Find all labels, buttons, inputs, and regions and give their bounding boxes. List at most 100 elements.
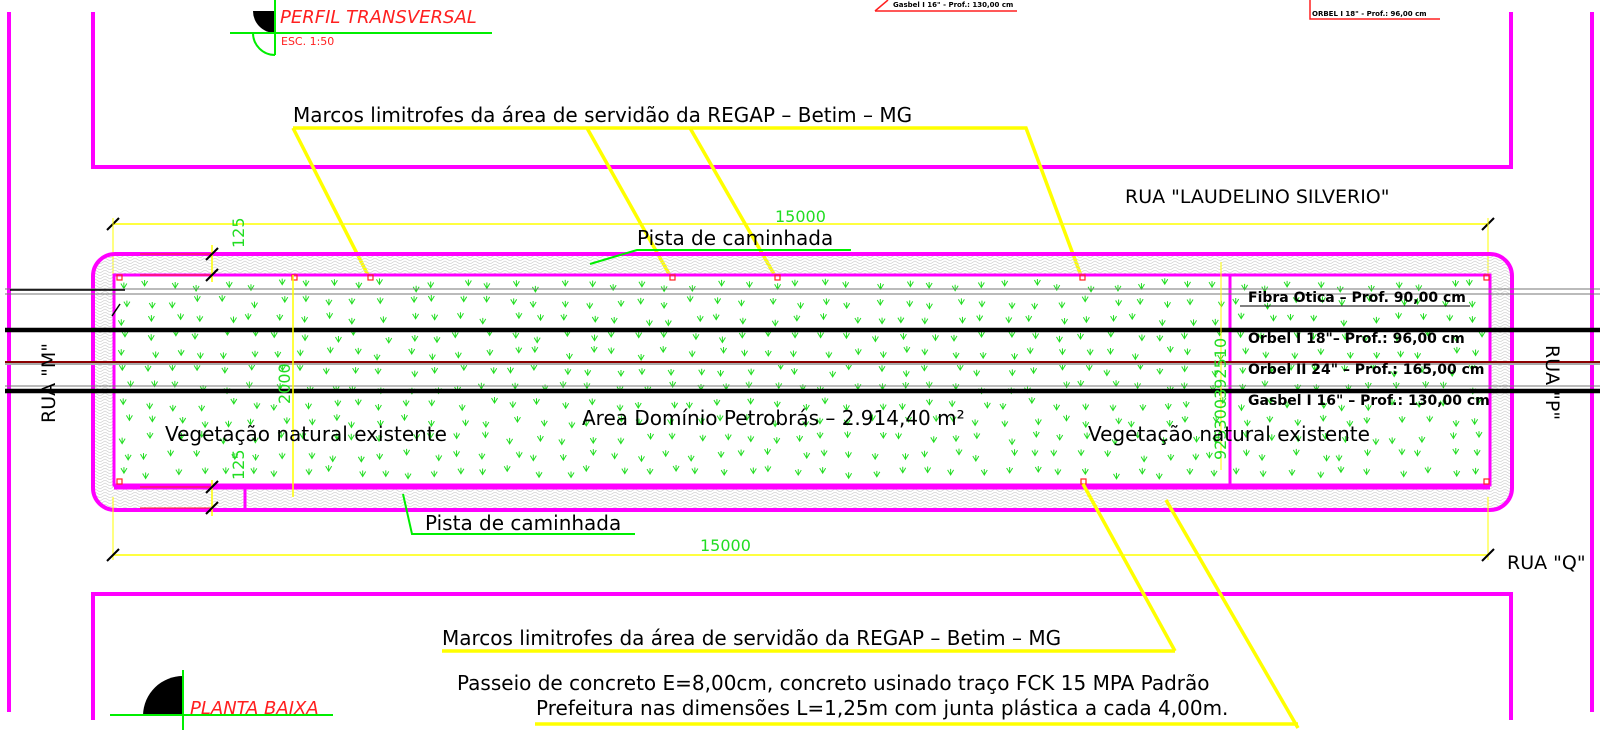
grass-symbol bbox=[274, 351, 282, 359]
grass-symbol bbox=[218, 295, 226, 303]
grass-symbol bbox=[430, 470, 438, 478]
grass-symbol bbox=[1239, 367, 1247, 375]
grass-symbol bbox=[791, 279, 799, 287]
grass-symbol bbox=[1031, 302, 1039, 310]
grass-symbol bbox=[1212, 436, 1220, 444]
grass-symbol bbox=[427, 420, 435, 428]
grass-symbol bbox=[431, 313, 439, 321]
grass-symbol bbox=[1008, 369, 1016, 377]
grass-symbol bbox=[460, 364, 468, 372]
grass-symbol bbox=[1156, 367, 1164, 375]
grass-symbol bbox=[305, 468, 313, 476]
grass-symbol bbox=[376, 297, 384, 305]
marcos-bottom-label: Marcos limitrofes da área de servidão da… bbox=[442, 626, 1061, 650]
grass-symbol bbox=[252, 453, 260, 461]
grass-symbol bbox=[454, 351, 462, 359]
grass-symbol bbox=[1266, 415, 1274, 423]
grass-symbol bbox=[376, 453, 384, 461]
grass-symbol bbox=[1311, 364, 1319, 372]
grass-symbol bbox=[1452, 420, 1460, 428]
grass-symbol bbox=[647, 432, 654, 440]
grass-symbol bbox=[854, 316, 862, 324]
grass-symbol bbox=[428, 399, 436, 407]
grass-symbol bbox=[1181, 332, 1188, 340]
grass-symbol bbox=[374, 403, 382, 411]
grass-symbol bbox=[819, 467, 827, 475]
grass-symbol bbox=[952, 435, 960, 443]
grass-symbol bbox=[222, 467, 230, 475]
grass-symbol bbox=[1319, 296, 1326, 304]
grass-symbol bbox=[738, 331, 746, 339]
grass-symbol bbox=[146, 432, 154, 440]
grass-symbol bbox=[1322, 432, 1329, 440]
grass-symbol bbox=[749, 467, 757, 475]
grass-symbol bbox=[198, 431, 206, 439]
grass-symbol bbox=[820, 313, 827, 321]
title-top-marker-icon bbox=[253, 11, 275, 33]
grass-symbol bbox=[529, 301, 537, 309]
grass-symbol bbox=[382, 470, 390, 478]
grass-symbol bbox=[308, 418, 316, 426]
grass-symbol bbox=[453, 450, 460, 458]
grass-symbol bbox=[793, 314, 801, 322]
grass-symbol bbox=[921, 450, 928, 458]
grass-symbol bbox=[764, 448, 771, 456]
grass-symbol bbox=[385, 336, 393, 344]
grass-symbol bbox=[635, 418, 643, 426]
grass-symbol bbox=[1082, 403, 1090, 411]
grass-symbol bbox=[1211, 370, 1219, 378]
grass-symbol bbox=[764, 349, 772, 357]
grass-symbol bbox=[1283, 280, 1291, 288]
grass-symbol bbox=[1294, 435, 1302, 443]
grass-symbol bbox=[1208, 281, 1216, 289]
grass-symbol bbox=[664, 319, 672, 327]
grass-symbol bbox=[590, 346, 598, 354]
grass-symbol bbox=[717, 369, 724, 377]
grass-symbol bbox=[250, 467, 258, 475]
grass-symbol bbox=[1373, 351, 1381, 359]
grass-symbol bbox=[117, 319, 125, 327]
grass-symbol bbox=[873, 470, 881, 478]
street-north-label: RUA "LAUDELINO SILVERIO" bbox=[1125, 186, 1390, 208]
grass-symbol bbox=[251, 301, 258, 309]
grass-symbol bbox=[687, 454, 695, 462]
grass-symbol bbox=[747, 368, 755, 376]
grass-symbol bbox=[660, 285, 668, 293]
grass-symbol bbox=[512, 280, 520, 288]
grass-symbol bbox=[668, 432, 676, 440]
grass-symbol bbox=[486, 349, 494, 357]
dimension-bottom: 15000 bbox=[106, 497, 1495, 562]
grass-symbol bbox=[1081, 295, 1089, 303]
grass-symbol bbox=[118, 364, 126, 372]
grass-symbol bbox=[1160, 437, 1167, 445]
grass-symbol bbox=[902, 370, 910, 378]
grass-symbol bbox=[1293, 331, 1301, 339]
vegetation-left-label: Vegetação natural existente bbox=[165, 422, 447, 446]
grass-symbol bbox=[120, 467, 128, 475]
grass-symbol bbox=[876, 298, 884, 306]
grass-symbol bbox=[1397, 350, 1405, 358]
grass-symbol bbox=[1292, 448, 1300, 456]
grass-symbol bbox=[192, 285, 200, 293]
area-label: Area Domínio Petrobrás – 2.914,40 m² bbox=[582, 406, 965, 430]
grass-symbol bbox=[1449, 432, 1457, 440]
grass-symbol bbox=[427, 295, 435, 302]
grass-symbol bbox=[146, 402, 154, 410]
grass-symbol bbox=[773, 400, 781, 408]
grass-symbol bbox=[878, 317, 886, 325]
grass-symbol bbox=[1232, 297, 1240, 305]
grass-symbol bbox=[739, 317, 747, 325]
grass-symbol bbox=[621, 467, 629, 475]
grass-symbol bbox=[510, 298, 518, 306]
grass-symbol bbox=[561, 300, 569, 308]
grass-symbol bbox=[464, 279, 472, 287]
grass-symbol bbox=[925, 302, 933, 310]
grass-symbol bbox=[802, 420, 810, 428]
grass-symbol bbox=[1361, 335, 1369, 343]
grass-symbol bbox=[1025, 315, 1033, 323]
grass-symbol bbox=[1242, 347, 1250, 355]
grass-symbol bbox=[1033, 279, 1041, 287]
grass-symbol bbox=[283, 417, 291, 425]
grass-symbol bbox=[720, 469, 728, 477]
grass-symbol bbox=[325, 298, 333, 306]
